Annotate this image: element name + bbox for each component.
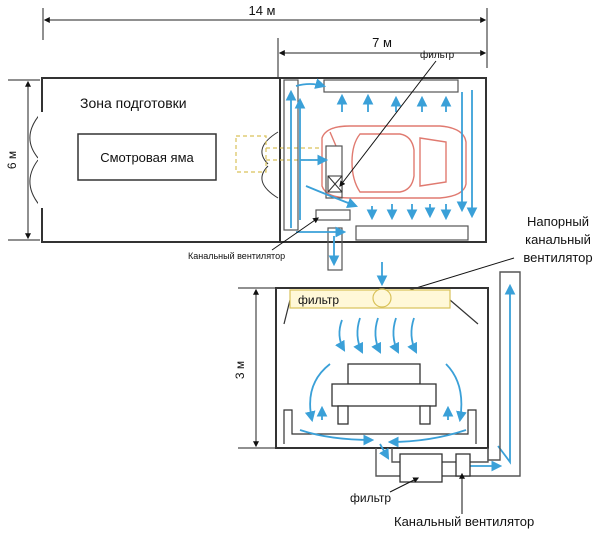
pressure-fan-label-line3: вентилятор [523, 250, 592, 265]
car-outline [321, 125, 467, 199]
pressure-fan-label: Напорный канальный вентилятор [523, 214, 592, 265]
top-filter-label: фильтр [420, 49, 455, 61]
inspection-pit: Смотровая яма [77, 133, 217, 181]
section-filter-label: фильтр [298, 293, 339, 307]
duct-fan-small-pointer [271, 217, 319, 251]
bottom-filter-label: фильтр [350, 491, 391, 505]
dimension-6m: 6 м [5, 79, 40, 241]
top-filter-pointer [339, 60, 437, 187]
dimension-7m: 7 м [277, 35, 487, 78]
dimension-3m: 3 м [233, 287, 276, 449]
dimension-14m-label: 14 м [248, 3, 275, 18]
dimension-6m-label: 6 м [5, 151, 19, 169]
bottom-duct-fan-label: Канальный вентилятор [394, 514, 534, 529]
dimension-7m-label: 7 м [372, 35, 392, 50]
prep-zone-label: Зона подготовки [80, 95, 187, 111]
car-path-outline [235, 135, 320, 173]
duct-fan-small-label: Канальный вентилятор [188, 251, 285, 261]
dimension-3m-label: 3 м [233, 361, 247, 379]
pressure-fan-label-line1: Напорный [527, 214, 589, 229]
section-airflow [299, 283, 516, 472]
top-airflow [285, 78, 478, 267]
inspection-pit-label: Смотровая яма [100, 150, 194, 165]
section-filter-panel: фильтр [289, 288, 451, 309]
section-duct-fan [455, 453, 471, 477]
top-filter-marker [327, 175, 343, 193]
bottom-filter-pointer [389, 477, 420, 493]
pressure-fan-label-line2: канальный [525, 232, 591, 247]
section-car [331, 363, 437, 425]
dimension-14m: 14 м [42, 3, 488, 68]
pressure-fan-icon [372, 288, 392, 308]
section-filter-box [399, 453, 443, 483]
